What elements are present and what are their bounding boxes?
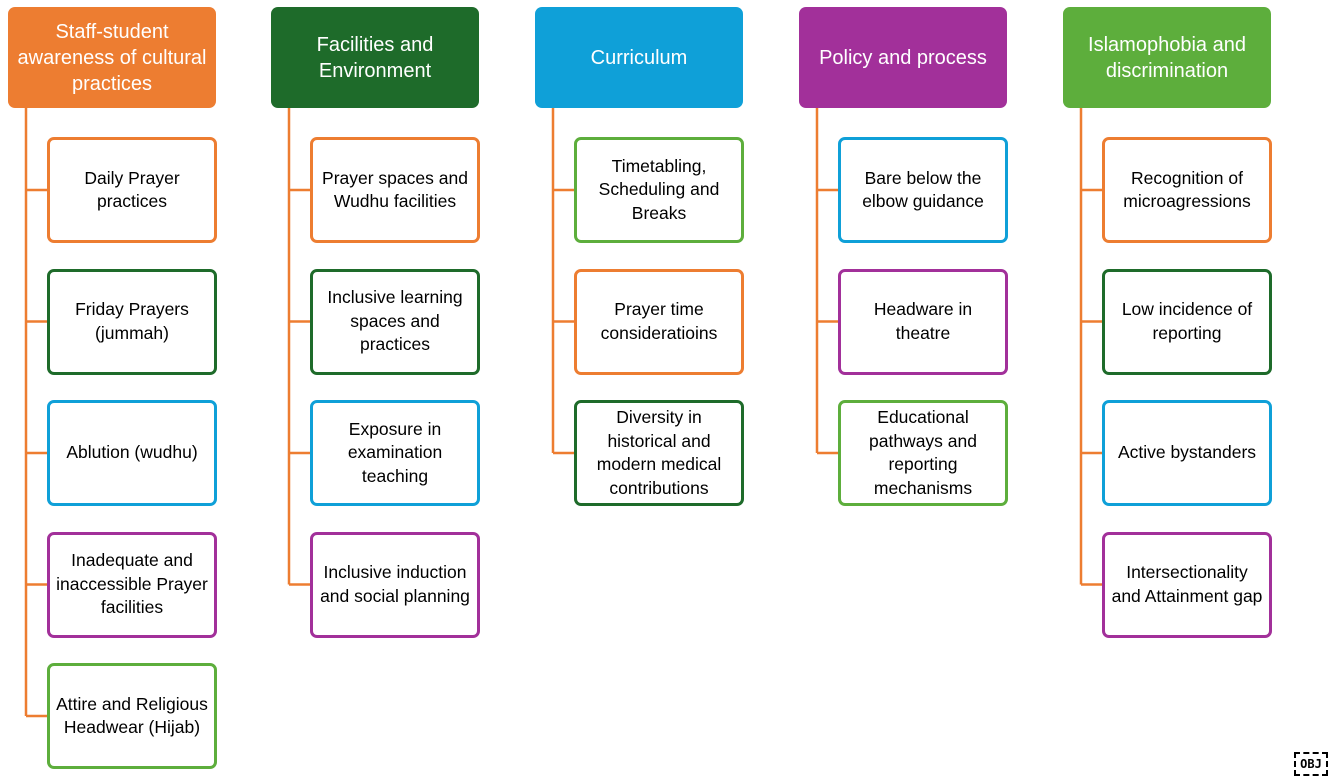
subtheme-box: Ablution (wudhu) [47,400,217,506]
category-header-islamophobia: Islamophobia and discrimination [1063,7,1271,108]
subtheme-box: Headware in theatre [838,268,1008,375]
subtheme-box: Inclusive learning spaces and practices [310,268,480,375]
subtheme-box: Diversity in historical and modern medic… [574,400,744,506]
subtheme-label: Prayer time consideratioins [600,299,718,343]
subtheme-box: Prayer time consideratioins [574,268,744,375]
subtheme-box: Recognition of microagressions [1102,137,1272,243]
subtheme-box: Active bystanders [1102,400,1272,506]
subtheme-label: Ablution (wudhu) [66,442,198,463]
subtheme-box: Attire and Religious Headwear (Hijab) [47,663,217,769]
subtheme-label: Headware in theatre [873,299,973,343]
subtheme-box: Friday Prayers (jummah) [47,268,217,375]
subtheme-box: Educational pathways and reporting mecha… [838,400,1008,506]
category-title: Staff-student awareness of cultural prac… [17,20,207,95]
subtheme-box: Prayer spaces and Wudhu facilities [310,137,480,243]
subtheme-label: Inclusive induction and social planning [320,562,470,606]
subtheme-label: Recognition of microagressions [1123,167,1251,212]
subtheme-label: Active bystanders [1117,442,1257,463]
subtheme-box: Inclusive induction and social planning [310,531,480,638]
subtheme-box: Bare below the elbow guidance [838,137,1008,243]
category-header-facilities: Facilities and Environment [271,7,479,108]
subtheme-box: Timetabling, Scheduling and Breaks [574,137,744,243]
subtheme-box: Low incidence of reporting [1102,268,1272,375]
subtheme-label: Educational pathways and reporting mecha… [869,407,977,498]
category-title: Facilities and Environment [316,33,434,82]
category-title: Curriculum [590,46,688,69]
subtheme-label: Low incidence of reporting [1121,299,1253,343]
subtheme-label: Inadequate and inaccessible Prayer facil… [56,550,208,618]
subtheme-label: Attire and Religious Headwear (Hijab) [56,693,208,738]
subtheme-label: Daily Prayer practices [84,167,180,212]
obj-badge: OBJ [1294,752,1328,776]
category-title: Islamophobia and discrimination [1088,33,1246,82]
subtheme-label: Diversity in historical and modern medic… [596,407,722,498]
category-header-policy: Policy and process [799,7,1007,108]
subtheme-label: Inclusive learning spaces and practices [327,287,463,355]
subtheme-box: Inadequate and inaccessible Prayer facil… [47,531,217,638]
subtheme-label: Prayer spaces and Wudhu facilities [322,167,468,212]
subtheme-label: Timetabling, Scheduling and Breaks [598,155,720,223]
category-title: Policy and process [819,46,987,69]
subtheme-label: Intersectionality and Attainment gap [1111,562,1263,606]
subtheme-box: Intersectionality and Attainment gap [1102,531,1272,638]
subtheme-label: Exposure in examination teaching [347,418,443,486]
subtheme-box: Daily Prayer practices [47,137,217,243]
category-header-curriculum: Curriculum [535,7,743,108]
category-header-staff: Staff-student awareness of cultural prac… [8,7,216,108]
subtheme-label: Friday Prayers (jummah) [75,299,189,343]
subtheme-label: Bare below the elbow guidance [862,167,984,212]
subtheme-box: Exposure in examination teaching [310,400,480,506]
